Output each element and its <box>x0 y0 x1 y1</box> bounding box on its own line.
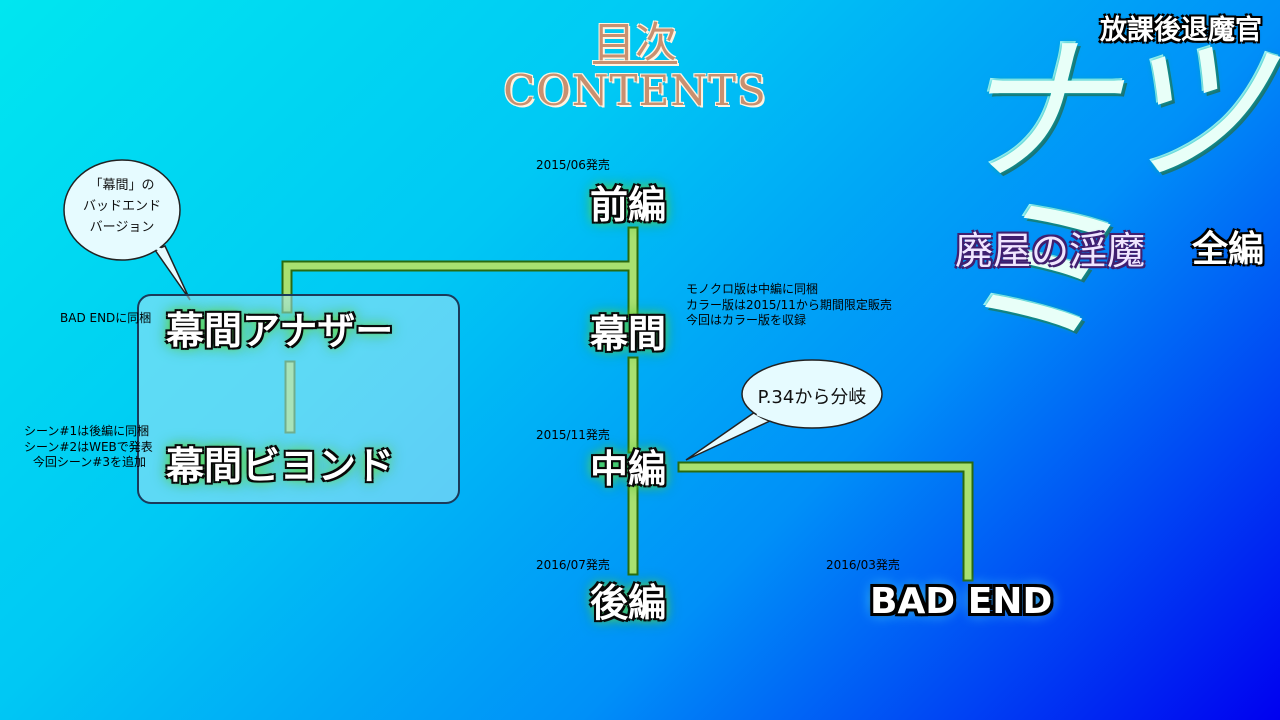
note-makuai-line-2: カラー版は2015/11から期間限定販売 <box>686 297 892 312</box>
node-makuai-beyond[interactable]: 幕間ビヨンド <box>166 444 395 488</box>
note-beyond-line-2: シーン#2はWEBで発表 <box>24 439 153 454</box>
series-name: 放課後退魔官 <box>1100 15 1262 46</box>
note-makuai: モノクロ版は中編に同梱 カラー版は2015/11から期間限定販売 今回はカラー版… <box>686 282 892 329</box>
subtitle: 廃屋の淫魔 <box>955 229 1146 273</box>
note-beyond-line-3: 今回シーン#3を追加 <box>32 455 146 470</box>
bubble-left-line-1: 「幕間」の <box>89 178 155 193</box>
note-beyond: シーン#1は後編に同梱 シーン#2はWEBで発表 今回シーン#3を追加 <box>24 424 153 471</box>
title-logo: ナツミ <box>955 18 1269 365</box>
toc-heading: 目次 CONTENTS <box>480 22 790 112</box>
speech-bubble-branch <box>685 359 883 461</box>
node-zenpen[interactable]: 前編 <box>590 183 667 227</box>
note-makuai-line-1: モノクロ版は中編に同梱 <box>686 282 819 296</box>
date-zenpen: 2015/06発売 <box>536 158 610 172</box>
bubble-branch-text: P.34から分岐 <box>757 387 867 408</box>
node-chuhen[interactable]: 中編 <box>590 447 667 491</box>
toc-title-en: CONTENTS <box>503 66 767 115</box>
date-chuhen: 2015/11発売 <box>536 428 610 442</box>
complete-edition-label: 全編 <box>1192 229 1265 270</box>
node-kohen[interactable]: 後編 <box>590 581 667 625</box>
node-makuai[interactable]: 幕間 <box>590 312 667 356</box>
node-makuai-another[interactable]: 幕間アナザー <box>166 309 394 353</box>
side-story-box <box>137 294 460 504</box>
bubble-left-line-2: バッドエンド <box>82 198 161 214</box>
bubble-left-text: 「幕間」の バッドエンド バージョン <box>70 176 174 238</box>
bubble-left-line-3: バージョン <box>89 219 155 235</box>
toc-title-jp: 目次 <box>592 18 677 67</box>
node-bad-end[interactable]: BAD END <box>870 581 1053 622</box>
date-bad-end: 2016/03発売 <box>826 558 900 572</box>
note-beyond-line-1: シーン#1は後編に同梱 <box>24 424 150 438</box>
date-kohen: 2016/07発売 <box>536 558 610 572</box>
note-makuai-line-3: 今回はカラー版を収録 <box>686 313 807 328</box>
note-another: BAD ENDに同梱 <box>60 311 152 325</box>
